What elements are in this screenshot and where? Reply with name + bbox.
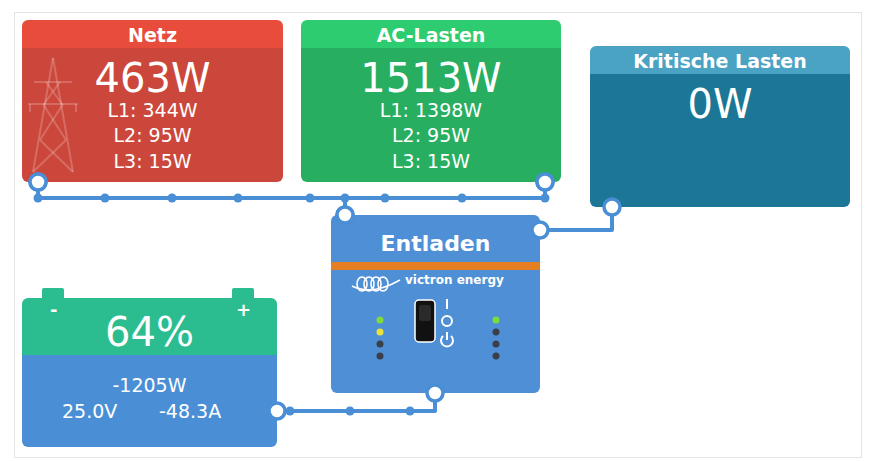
phase-value: L1: 1398W	[301, 98, 561, 122]
power-value: -1205W	[22, 373, 277, 397]
state-label: Entladen	[331, 231, 540, 257]
ac-loads-box: AC-Lasten 1513WL1: 1398WL2: 95WL3: 15W	[301, 20, 561, 182]
phase-value: L3: 15W	[301, 149, 561, 173]
wire-path	[38, 182, 345, 215]
power-wire	[532, 199, 620, 238]
wire-port	[537, 174, 553, 190]
box-heading: Netz	[22, 24, 283, 46]
phase-value: L3: 15W	[22, 149, 283, 173]
power-wire	[269, 385, 443, 419]
brand-label: victron energy	[405, 272, 504, 288]
critical-loads-box: Kritische Lasten 0W	[590, 46, 850, 207]
wire-port	[269, 403, 285, 419]
wire-path	[38, 182, 545, 198]
wire-port	[427, 385, 443, 401]
terminal-label: +	[236, 300, 251, 320]
battery-terminals	[42, 288, 254, 300]
wire-port	[337, 207, 353, 223]
power-wire	[337, 174, 553, 223]
wire-port	[532, 222, 548, 238]
phase-value: L2: 95W	[22, 123, 283, 147]
power-switch	[415, 299, 453, 346]
power-value: 1513W	[301, 56, 561, 100]
victron-logo	[352, 277, 400, 291]
power-wire	[30, 174, 353, 223]
charge-value: 64%	[22, 310, 277, 354]
power-value: 0W	[590, 82, 850, 126]
phase-value: L1: 344W	[22, 98, 283, 122]
voltage-value: 25.0V	[62, 399, 117, 423]
wire-port	[30, 174, 46, 190]
wire-path	[540, 207, 612, 230]
box-heading: Kritische Lasten	[590, 50, 850, 72]
wire-path	[345, 182, 545, 215]
battery-box: - +64% -1205W25.0V -48.3A	[22, 298, 277, 447]
wire-port	[537, 174, 553, 190]
wire-port	[30, 174, 46, 190]
status-leds	[377, 317, 500, 360]
box-heading: AC-Lasten	[301, 24, 561, 46]
pylon-icon	[28, 58, 78, 172]
current-value: -48.3A	[159, 399, 221, 423]
terminal-label: -	[50, 300, 57, 320]
power-value: 463W	[22, 56, 283, 100]
grid-box: Netz 463WL1: 344WL2: 95WL3: 15W	[22, 20, 283, 182]
wire-port	[337, 207, 353, 223]
phase-value: L2: 95W	[301, 123, 561, 147]
wire-port	[604, 199, 620, 215]
power-wire	[30, 174, 553, 198]
